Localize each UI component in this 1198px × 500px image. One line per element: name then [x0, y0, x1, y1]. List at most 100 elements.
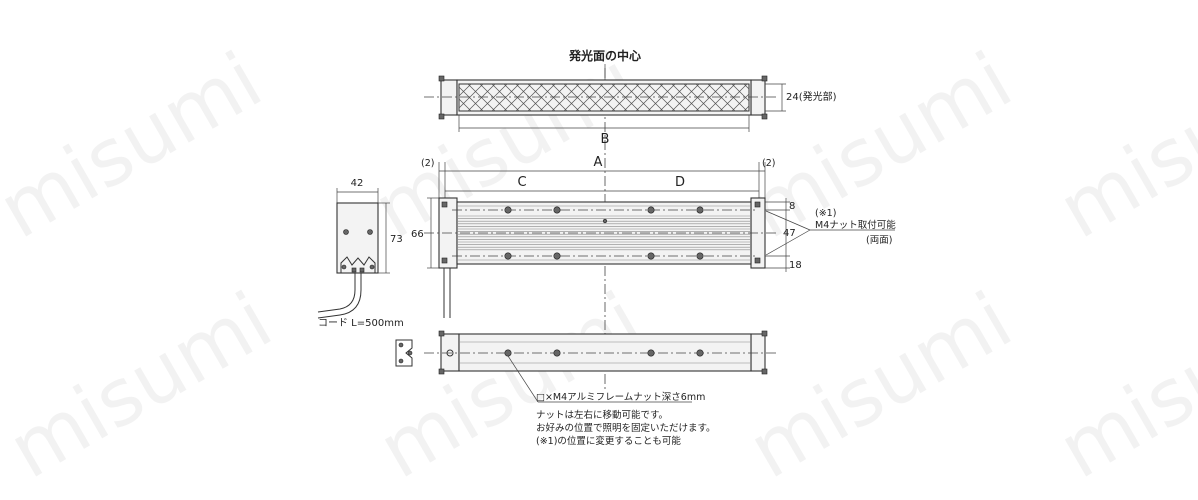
- dim-a-label: A: [594, 155, 603, 170]
- side-view: 42 73 コード L=500mm: [317, 178, 404, 329]
- note-ref-label: (※1): [815, 208, 836, 219]
- lattice-line: [707, 83, 736, 112]
- dim-c-label: C: [517, 175, 526, 190]
- end-profile: [395, 339, 413, 367]
- lattice-line: [623, 83, 652, 112]
- lattice-line: [611, 83, 640, 112]
- lattice-line: [527, 83, 556, 112]
- top-left-endcap: [440, 79, 458, 116]
- watermark-text: misumi: [0, 276, 287, 497]
- lattice-line: [587, 83, 616, 112]
- lattice-line: [458, 83, 484, 109]
- lattice-line: [491, 83, 520, 112]
- frame-nut: [696, 252, 704, 260]
- cord-label: コード L=500mm: [318, 318, 404, 329]
- dim-73-label: 73: [390, 234, 403, 245]
- lattice-line: [719, 83, 748, 112]
- bottom-frame: [458, 333, 752, 372]
- top-view: 発光面の中心 24(発光部) B: [424, 48, 837, 147]
- bottom-view: □×M4アルミフレームナット深さ6mm ナットは左右に移動可能です。 お好みの位…: [395, 330, 778, 447]
- lattice-line: [503, 83, 532, 112]
- bottom-nuts: [504, 349, 704, 357]
- frame-nut: [553, 349, 561, 357]
- lattice-line: [539, 83, 568, 112]
- screw: [398, 342, 404, 348]
- lattice-line: [743, 105, 750, 112]
- screw: [367, 229, 373, 235]
- dim-66-label: 66: [411, 229, 424, 240]
- lattice-line: [731, 93, 750, 112]
- screw: [761, 75, 768, 82]
- frame-nut: [696, 206, 704, 214]
- lattice-line: [575, 83, 604, 112]
- frame-nut: [553, 252, 561, 260]
- screw: [438, 330, 445, 337]
- lattice-line: [635, 83, 664, 112]
- front-nuts: [504, 206, 704, 260]
- frame-nut: [504, 252, 512, 260]
- frame-nut: [696, 349, 704, 357]
- emission-center-label: 発光面の中心: [568, 48, 641, 63]
- frame-nut: [504, 349, 512, 357]
- lattice-line: [467, 83, 496, 112]
- lattice-line: [659, 83, 688, 112]
- frame-nut: [647, 206, 655, 214]
- side-housing: [336, 202, 379, 274]
- side-mount-foot: [340, 256, 376, 273]
- lattice-line: [671, 83, 700, 112]
- nut-note-line1: ナットは左右に移動可能です。: [536, 409, 668, 421]
- cord: [317, 273, 362, 319]
- frame-grooves: [457, 205, 751, 261]
- lattice-line: [479, 83, 508, 112]
- note-m4-label: M4ナット取付可能: [815, 219, 896, 231]
- emitting-window: [458, 83, 750, 112]
- frame-nut: [553, 206, 561, 214]
- lattice-line: [731, 83, 750, 102]
- gap-left-label: (2): [421, 158, 434, 169]
- dim-42-label: 42: [351, 178, 364, 189]
- lattice-line: [599, 83, 628, 112]
- bottom-right-endcap: [750, 333, 766, 372]
- lattice-line: [458, 83, 472, 97]
- screw: [398, 358, 404, 364]
- lattice-line: [683, 83, 712, 112]
- note-both-label: (両面): [866, 235, 892, 246]
- top-right-endcap: [750, 79, 766, 116]
- nut-leader: [507, 355, 539, 403]
- watermark-text: misumi: [365, 276, 657, 497]
- lattice-line: [515, 83, 544, 112]
- nut-note-line3: (※1)の位置に変更することも可能: [536, 435, 681, 447]
- watermark-text: misumi: [0, 36, 277, 257]
- lattice-line: [551, 83, 580, 112]
- screw: [369, 264, 375, 270]
- nut-note-line2: お好みの位置で照明を固定いただけます。: [536, 422, 716, 434]
- lattice-line: [563, 83, 592, 112]
- screw: [754, 257, 761, 264]
- screw: [761, 368, 768, 375]
- lattice-line: [695, 83, 724, 112]
- cord: [317, 273, 356, 313]
- dim-d-label: D: [675, 175, 685, 190]
- screw: [343, 229, 349, 235]
- frame-nut: [647, 252, 655, 260]
- watermark-text: misumi: [735, 276, 1027, 497]
- emitting-frame: [456, 79, 752, 116]
- bottom-left-endcap: [440, 333, 460, 372]
- screw: [441, 257, 448, 264]
- frame-nut: [504, 206, 512, 214]
- front-view: A (2) (2) C D 66: [411, 155, 896, 318]
- screw: [351, 267, 357, 273]
- screw: [754, 201, 761, 208]
- lattice-line: [647, 83, 676, 112]
- screw: [438, 113, 445, 120]
- lattice-line: [458, 86, 484, 112]
- dim-24-label: 24(発光部): [786, 90, 837, 103]
- frame-nut: [647, 349, 655, 357]
- center-mark: [602, 218, 608, 224]
- screw: [761, 330, 768, 337]
- screw: [359, 267, 365, 273]
- screw: [438, 368, 445, 375]
- dim-18-label: 18: [789, 260, 802, 271]
- screw: [407, 350, 413, 356]
